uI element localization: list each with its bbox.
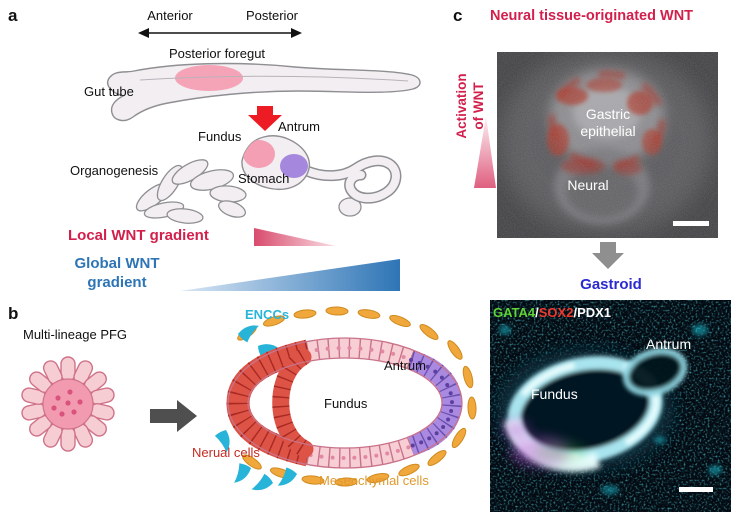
- organogenesis-label: Organogenesis: [70, 163, 159, 178]
- fundus-label-b: Fundus: [324, 396, 368, 411]
- stain-legend: GATA4/SOX2/PDX1: [493, 305, 611, 320]
- mesenchymal-cells-label: Mesenchymal cells: [319, 473, 429, 488]
- gastric-epithelial-label: Gastric epithelial: [556, 106, 660, 140]
- panel-b-label: b: [8, 304, 19, 323]
- activation-of-wnt-label: Activation of WNT: [453, 46, 487, 166]
- gastric-line2: epithelial: [580, 123, 636, 139]
- stain-pdx1: PDX1: [577, 305, 612, 320]
- global-wnt-gradient-wedge: [180, 259, 400, 291]
- panel-a-label: a: [8, 6, 18, 25]
- stain-sox2: SOX2: [538, 305, 574, 320]
- gastric-line1: Gastric: [585, 106, 631, 122]
- neural-cells-label: Nerual cells: [192, 445, 260, 460]
- stomach-label: Stomach: [238, 171, 290, 186]
- stain-slash1: /: [535, 305, 539, 320]
- posterior-label: Posterior: [245, 8, 299, 23]
- activation-line2: of WNT: [471, 82, 486, 130]
- activation-wedge: [474, 116, 496, 188]
- fundus-label-a: Fundus: [198, 129, 242, 144]
- neural-label: Neural: [567, 177, 609, 193]
- gastroid-label: Gastroid: [580, 276, 642, 293]
- stain-gata4: GATA4: [493, 305, 536, 320]
- multi-lineage-pfg-label: Multi-lineage PFG: [23, 327, 128, 342]
- stain-slash2: /: [573, 305, 578, 320]
- antrum-label-c: Antrum: [646, 336, 692, 352]
- pfg-ring-drawing: [19, 356, 117, 452]
- enccs-label: ENCCs: [245, 307, 290, 322]
- posterior-foregut-label: Posterior foregut: [168, 46, 266, 61]
- scale-bar: [679, 487, 713, 492]
- antrum-label-b: Antrum: [384, 358, 426, 373]
- fluorescence-micrograph: [490, 300, 731, 512]
- neural-wnt-title: Neural tissue-originated WNT: [490, 8, 694, 24]
- panel-c-label: c: [453, 6, 463, 25]
- organoid-drawing: [212, 306, 477, 491]
- arrow-right-icon: [150, 400, 197, 432]
- organogenesis-drawing: [135, 135, 402, 224]
- anterior-label: Anterior: [147, 8, 193, 23]
- global-wnt-line1: Global WNT: [74, 255, 160, 272]
- global-wnt-gradient-label: Global WNT gradient: [60, 254, 174, 292]
- arrow-down-icon: [592, 242, 624, 269]
- global-wnt-line2: gradient: [87, 274, 147, 291]
- gut-tube-label: Gut tube: [84, 84, 134, 99]
- stage-arrow-icon: [248, 106, 282, 131]
- fundus-label-c: Fundus: [531, 386, 578, 402]
- activation-line1: Activation: [454, 73, 469, 139]
- gut-tube-drawing: [106, 62, 421, 122]
- local-wnt-gradient-wedge: [254, 228, 336, 246]
- local-wnt-gradient-label: Local WNT gradient: [68, 227, 209, 244]
- antrum-label-a: Antrum: [278, 119, 320, 134]
- anterior-posterior-arrow: [138, 28, 302, 38]
- brightfield-micrograph: [497, 52, 718, 238]
- scale-bar: [673, 221, 709, 226]
